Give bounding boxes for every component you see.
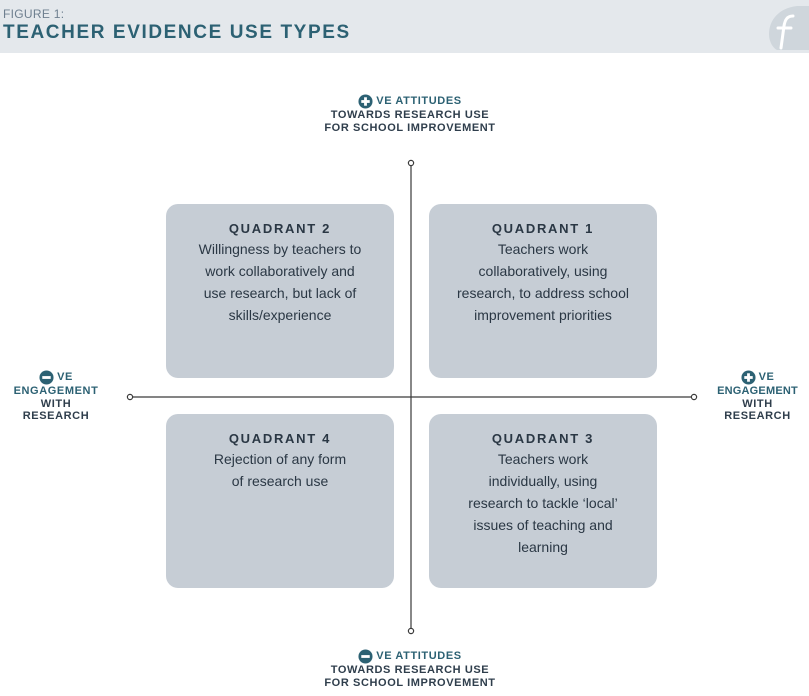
left-axis-sign-text: VE [57, 371, 73, 384]
quadrant-4-line: of research use [231, 473, 329, 489]
top-axis-sign-text: VE ATTITUDES [376, 95, 462, 108]
quadrant-1-line: research, to address school [457, 285, 629, 301]
quadrant-3-box: QUADRANT 3 Teachers work individually, u… [429, 414, 657, 588]
quadrant-4-title: QUADRANT 4 [228, 431, 332, 446]
quadrant-2-title: QUADRANT 2 [228, 221, 332, 236]
bottom-axis-line2: FOR SCHOOL IMPROVEMENT [324, 676, 496, 689]
left-axis-line2: WITH [40, 397, 72, 410]
minus-circle-icon [358, 649, 373, 664]
quadrant-2-text: Willingness by teachers to work collabor… [166, 238, 394, 326]
bottom-axis-line1: TOWARDS RESEARCH USE [330, 664, 490, 676]
right-axis-line3: RESEARCH [724, 410, 791, 422]
quadrant-1-text: Teachers work collaboratively, using res… [429, 238, 657, 326]
quadrant-1-title: QUADRANT 1 [491, 221, 595, 236]
plus-circle-icon [358, 94, 373, 109]
left-axis-line3: RESEARCH [22, 410, 90, 422]
quadrant-3-line: research to tackle ‘local’ [468, 495, 618, 511]
bottom-axis-sign-text: VE ATTITUDES [376, 650, 462, 663]
bottom-axis-label: VE ATTITUDES TOWARDS RESEARCH USE FOR SC… [260, 649, 560, 689]
quadrant-4-text: Rejection of any form of research use [166, 448, 394, 492]
axis-top-end-dot [407, 159, 415, 167]
left-axis-label: VE ENGAGEMENT WITH RESEARCH [0, 370, 112, 423]
quadrant-3-line: individually, using [488, 473, 598, 489]
quadrant-2-box: QUADRANT 2 Willingness by teachers to wo… [166, 204, 394, 378]
right-axis-sign-text: VE [758, 371, 775, 384]
left-axis-line1: ENGAGEMENT [13, 385, 99, 397]
right-axis-line1: ENGAGEMENT [717, 385, 798, 397]
figure-label: FIGURE 1: [3, 7, 65, 21]
quadrant-2-line: Willingness by teachers to [198, 241, 362, 257]
top-axis-label: VE ATTITUDES TOWARDS RESEARCH USE FOR SC… [260, 94, 560, 134]
quadrant-1-line: improvement priorities [474, 307, 612, 323]
axis-left-end-dot [126, 393, 134, 401]
quadrant-2-line: work collaboratively and [205, 263, 355, 279]
quadrant-1-line: collaboratively, using [478, 263, 608, 279]
figure-title: TEACHER EVIDENCE USE TYPES [3, 22, 351, 43]
quadrant-3-line: issues of teaching and [473, 517, 613, 533]
axis-bottom-end-dot [407, 627, 415, 635]
top-axis-line1: TOWARDS RESEARCH USE [330, 109, 490, 121]
quadrant-3-title: QUADRANT 3 [491, 431, 595, 446]
right-axis-label: VE ENGAGEMENT WITH RESEARCH [706, 370, 809, 423]
quadrant-2-line: skills/experience [228, 307, 332, 323]
plus-circle-icon [741, 370, 756, 385]
right-axis-line2: WITH [742, 397, 773, 410]
minus-circle-icon [39, 370, 54, 385]
quadrant-3-line: learning [518, 539, 568, 555]
quadrant-1-line: Teachers work [497, 241, 589, 257]
quadrant-1-box: QUADRANT 1 Teachers work collaboratively… [429, 204, 657, 378]
figure-header: FIGURE 1: TEACHER EVIDENCE USE TYPES [0, 0, 809, 53]
top-axis-line2: FOR SCHOOL IMPROVEMENT [324, 121, 496, 134]
quadrant-3-text: Teachers work individually, using resear… [429, 448, 657, 558]
axis-right-end-dot [690, 393, 698, 401]
f-logo-icon [769, 6, 809, 50]
quadrant-2-line: use research, but lack of [203, 285, 357, 301]
quadrant-4-box: QUADRANT 4 Rejection of any form of rese… [166, 414, 394, 588]
quadrant-3-line: Teachers work [497, 451, 589, 467]
quadrant-4-line: Rejection of any form [213, 451, 347, 467]
